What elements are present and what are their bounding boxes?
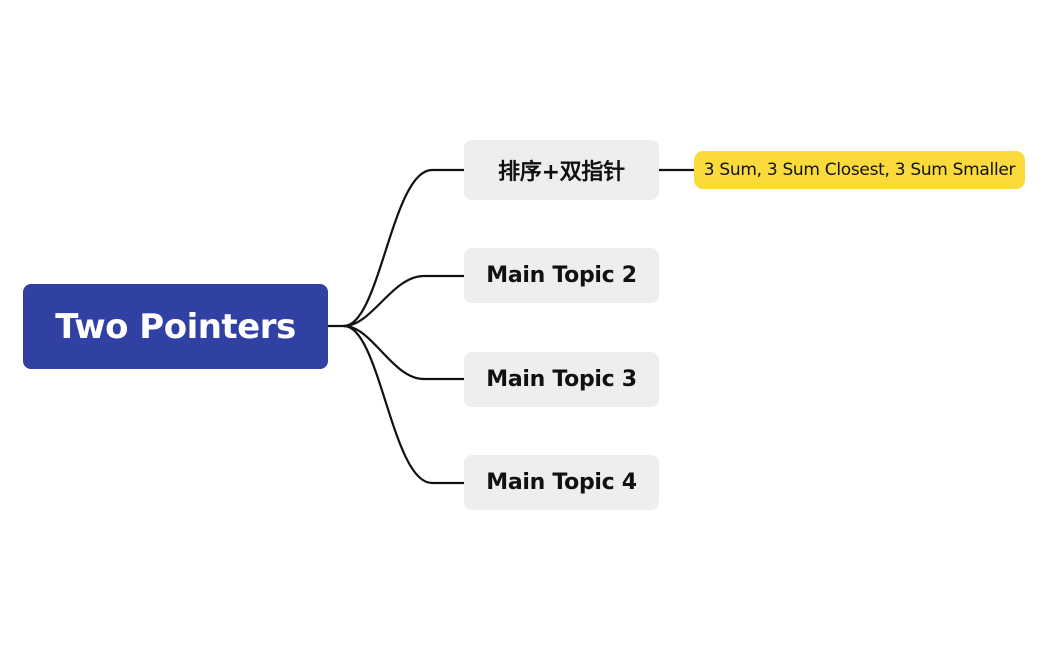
main-topic-label: 排序+双指针 — [498, 160, 625, 185]
main-topic-2[interactable]: Main Topic 2 — [464, 248, 659, 303]
connector-topic-3 — [342, 324, 466, 381]
central-topic-label: Two Pointers — [55, 306, 296, 347]
connector-topic-1 — [342, 168, 466, 328]
main-topic-4[interactable]: Main Topic 4 — [464, 455, 659, 510]
main-topic-1[interactable]: 排序+双指针 — [464, 140, 659, 200]
connector-topic-4 — [342, 324, 466, 485]
main-topic-label: Main Topic 2 — [486, 263, 637, 288]
central-topic[interactable]: Two Pointers — [23, 284, 328, 369]
subtopic-1[interactable]: 3 Sum, 3 Sum Closest, 3 Sum Smaller — [694, 151, 1025, 189]
main-topic-label: Main Topic 4 — [486, 470, 637, 495]
connector-topic-2 — [342, 274, 466, 328]
subtopic-label: 3 Sum, 3 Sum Closest, 3 Sum Smaller — [703, 160, 1016, 180]
main-topic-3[interactable]: Main Topic 3 — [464, 352, 659, 407]
main-topic-label: Main Topic 3 — [486, 367, 637, 392]
